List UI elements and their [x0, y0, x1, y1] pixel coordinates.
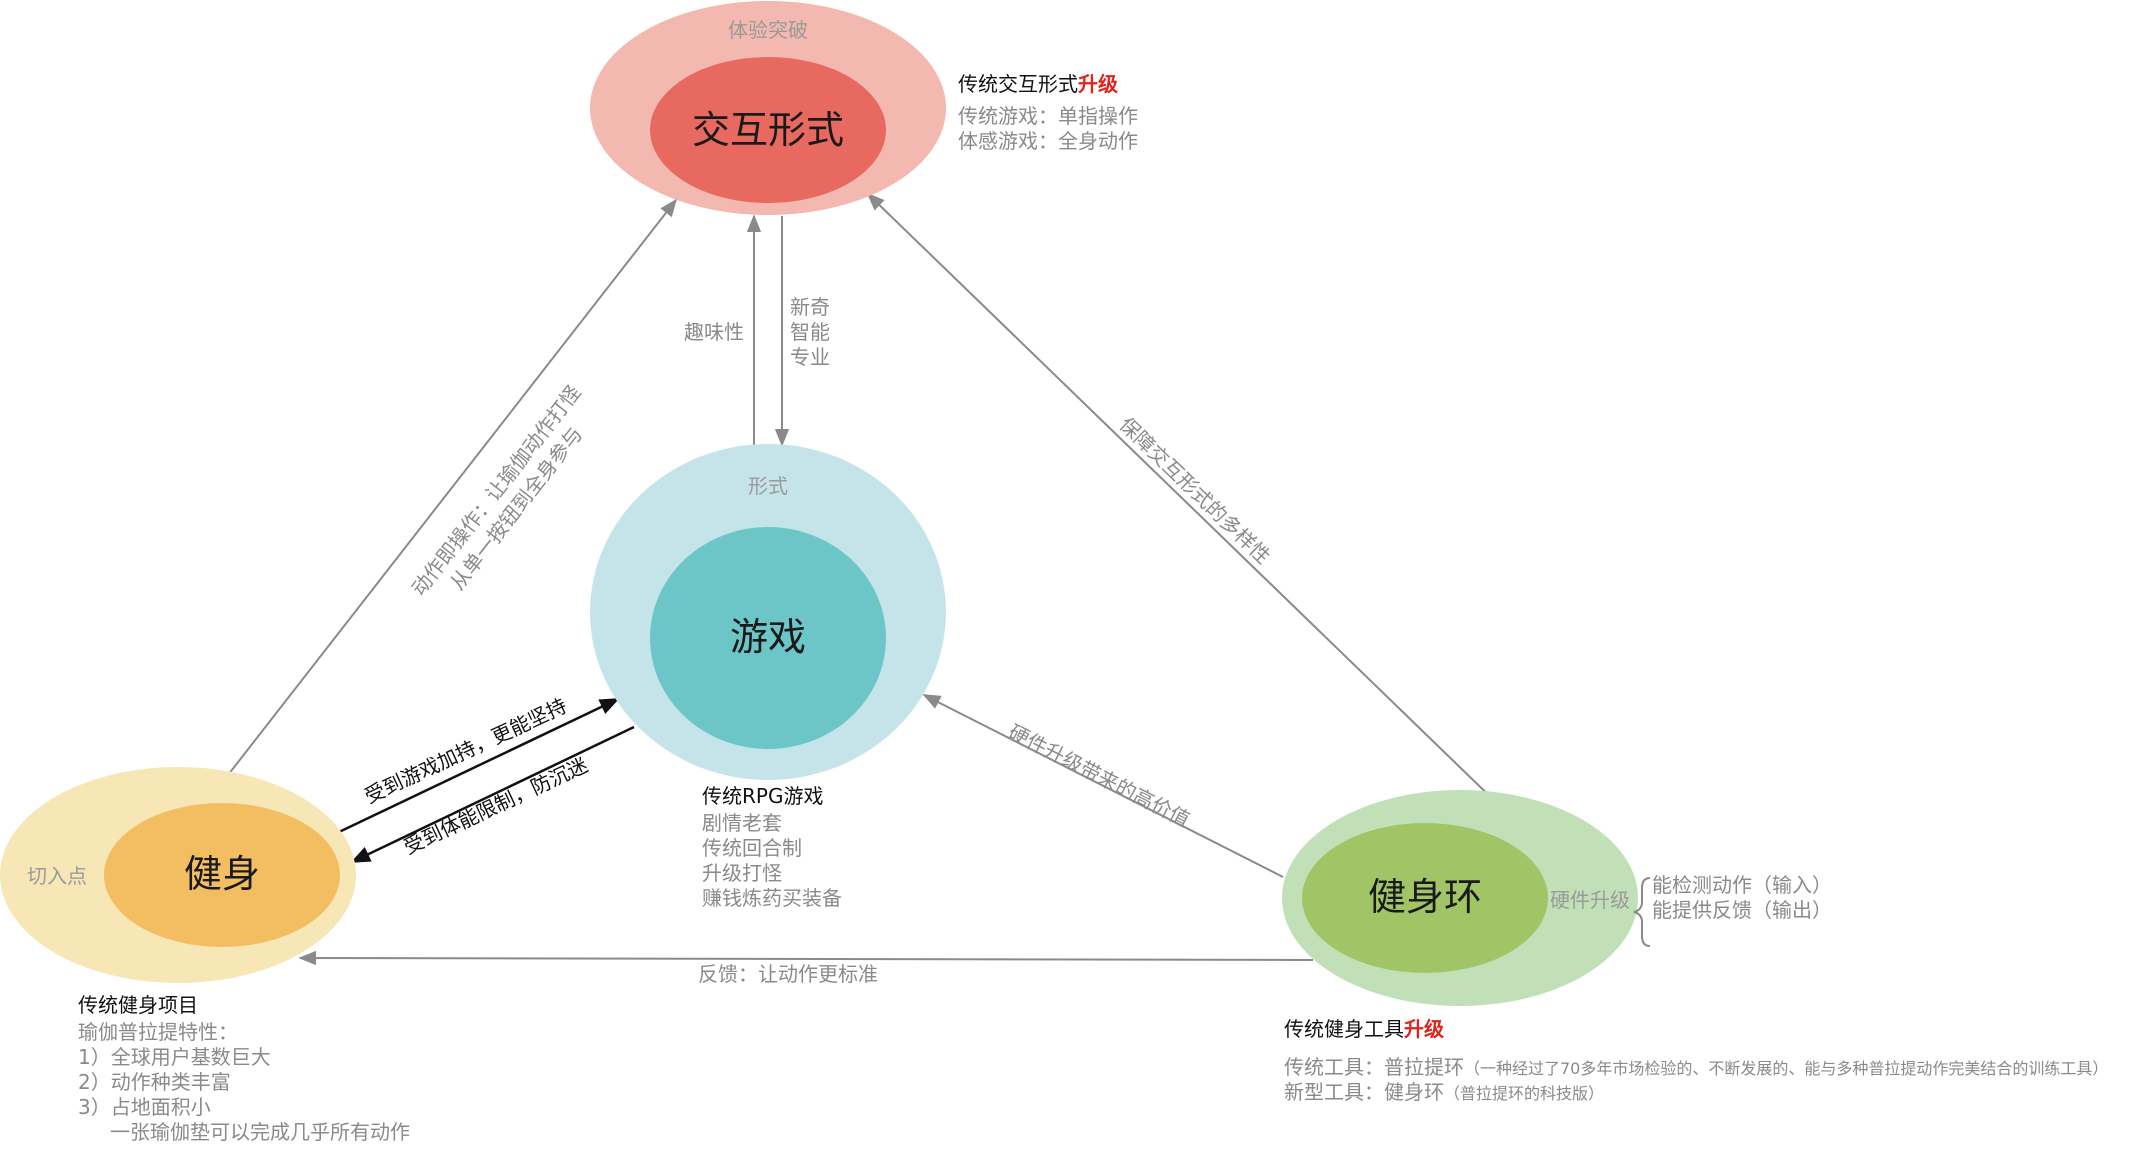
ring-note-new-detail: （普拉提环的科技版） — [1444, 1084, 1605, 1103]
node-interaction — [590, 1, 946, 215]
interaction-note-line: 体感游戏：全身动作 — [958, 129, 1138, 153]
interaction-inner-circle — [650, 57, 886, 203]
ring-label-hardware-upgrade: 硬件升级 — [1550, 888, 1630, 912]
ring-note-traditional-detail: （一种经过了70多年市场检验的、不断发展的、能与多种普拉提动作完美结合的训练工具… — [1464, 1059, 2109, 1078]
fitness-note-head: 传统健身项目 — [78, 993, 198, 1017]
edge-label-ring-to-fitness: 反馈：让动作更标准 — [698, 962, 878, 986]
edge-label-novel: 新奇 — [790, 295, 830, 319]
fitness-note-line: 3）占地面积小 — [78, 1095, 211, 1119]
fitness-note-line: 瑜伽普拉提特性： — [78, 1020, 238, 1044]
edge-fitness-to-interaction — [227, 198, 678, 776]
edge-ring-to-interaction — [866, 192, 1567, 871]
edge-label-fun: 趣味性 — [684, 320, 744, 344]
fitness-note-line: 1）全球用户基数巨大 — [78, 1045, 271, 1069]
edge-ring-to-fitness — [298, 950, 1314, 966]
fitness-inner-circle — [104, 803, 340, 947]
ring-note-new-main: 新型工具：健身环 — [1284, 1080, 1444, 1104]
node-title-fitness: 健身 — [183, 852, 260, 896]
ring-note-head: 传统健身工具升级 — [1284, 1017, 1444, 1042]
interaction-note-head-text: 传统交互形式 — [958, 72, 1078, 96]
game-note-line: 升级打怪 — [702, 861, 782, 885]
ring-inner-circle — [1302, 823, 1548, 973]
node-title-game: 游戏 — [729, 615, 806, 659]
node-title-interaction: 交互形式 — [691, 108, 844, 152]
game-note-line: 剧情老套 — [702, 811, 782, 835]
node-game — [590, 444, 946, 780]
edge-fitness-to-game — [338, 697, 620, 834]
interaction-note-head-upgrade: 升级 — [1078, 72, 1118, 96]
edge-label-novel: 智能 — [790, 320, 830, 344]
ring-note-traditional-main: 传统工具：普拉提环 — [1284, 1055, 1464, 1079]
fitness-note-line: 2）动作种类丰富 — [78, 1070, 231, 1094]
ring-note-head-upgrade: 升级 — [1404, 1017, 1444, 1041]
ring-label-fitness: 切入点 — [27, 864, 87, 888]
hardware-item-input: 能检测动作（输入） — [1652, 873, 1832, 897]
edge-ring-to-game — [922, 694, 1284, 878]
hardware-item-output: 能提供反馈（输出） — [1652, 898, 1832, 922]
ring-label-interaction: 体验突破 — [728, 18, 808, 42]
game-note-line: 传统回合制 — [702, 836, 802, 860]
edge-game-to-fitness — [350, 725, 635, 864]
ring-note-head-text: 传统健身工具 — [1284, 1017, 1404, 1041]
fitness-note-line: 一张瑜伽垫可以完成几乎所有动作 — [110, 1120, 410, 1144]
interaction-note-head: 传统交互形式升级 — [958, 72, 1118, 97]
node-fitness — [0, 767, 356, 983]
interaction-note-line: 传统游戏：单指操作 — [958, 104, 1138, 128]
node-title-ring-con: 健身环 — [1367, 875, 1482, 919]
game-inner-circle — [650, 527, 886, 749]
ring-note-line-traditional: 传统工具：普拉提环（一种经过了70多年市场检验的、不断发展的、能与多种普拉提动作… — [1284, 1055, 2108, 1080]
ring-note-line-new: 新型工具：健身环（普拉提环的科技版） — [1284, 1080, 1604, 1105]
game-note-line: 赚钱炼药买装备 — [702, 886, 842, 910]
hardware-brace — [1633, 877, 1651, 947]
node-ring-con — [1282, 790, 1638, 1006]
ring-label-game: 形式 — [748, 474, 788, 498]
edge-label-novel: 专业 — [790, 345, 830, 369]
game-note-head: 传统RPG游戏 — [702, 784, 824, 808]
